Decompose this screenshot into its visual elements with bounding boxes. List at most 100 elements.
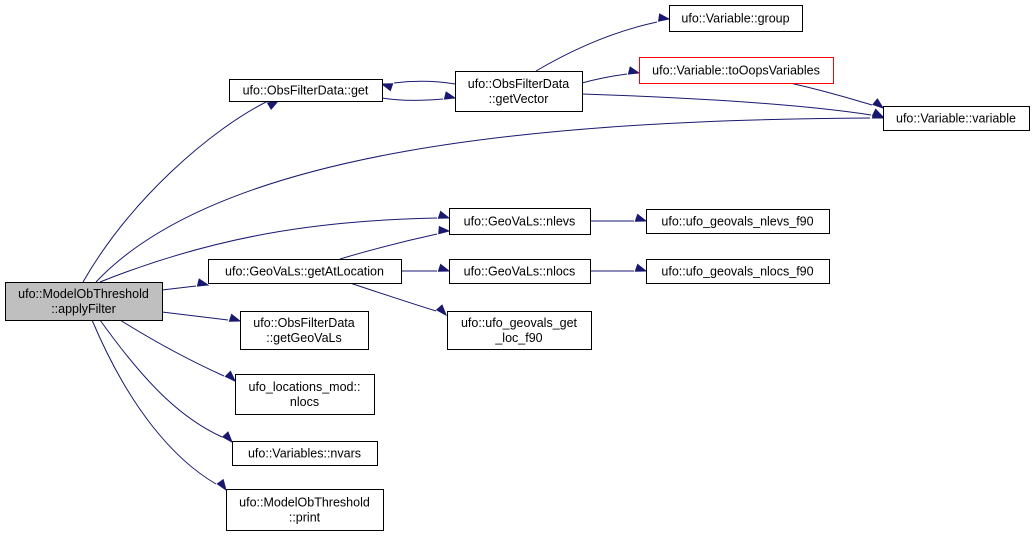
edge-ofd_getVector-to-ofd_get	[380, 80, 456, 92]
edge-gv_getAtLocation-to-gv_nlevs	[339, 225, 451, 260]
edge-line	[349, 282, 437, 312]
edge-line	[82, 100, 269, 283]
node-box[interactable]	[232, 441, 378, 466]
node-ofd_get[interactable]: ufo::ObsFilterData::get	[229, 79, 383, 102]
node-box[interactable]	[669, 5, 803, 32]
edge-applyFilter-to-ofd_getGeoVaLs	[161, 311, 242, 322]
node-label-line: ufo::ObsFilterData	[468, 77, 569, 91]
edge-ofd_getVector-to-var_group	[535, 13, 671, 72]
edge-applyFilter-to-var_variable	[95, 110, 885, 283]
node-label-line: ::getGeoVaLs	[266, 331, 342, 345]
node-gv_nlevs[interactable]: ufo::GeoVaLs::nlevs	[449, 208, 591, 235]
node-var_group[interactable]: ufo::Variable::group	[669, 5, 803, 32]
edge-line	[95, 117, 871, 283]
node-vars_nvars[interactable]: ufo::Variables::nvars	[232, 441, 378, 466]
edge-arrowhead	[443, 91, 457, 100]
edge-arrowhead	[435, 304, 447, 317]
edge-gv_nlocs-to-gv_nlocs_f90	[590, 263, 648, 272]
edge-line	[161, 311, 229, 321]
edge-arrowhead	[437, 263, 451, 272]
node-gv_getAtLocation[interactable]: ufo::GeoVaLs::getAtLocation	[208, 259, 402, 284]
edge-arrowhead	[634, 213, 648, 222]
edge-var_toOops-to-var_variable	[789, 82, 885, 109]
node-box[interactable]	[229, 79, 383, 102]
edge-line	[99, 319, 223, 438]
node-box[interactable]	[449, 259, 591, 284]
node-label-line: ufo::Variable::group	[681, 12, 789, 26]
node-box[interactable]	[646, 209, 830, 234]
edge-arrowhead	[221, 431, 233, 444]
node-box[interactable]	[5, 282, 163, 321]
node-box[interactable]	[883, 106, 1030, 131]
edge-arrowhead	[216, 478, 227, 492]
node-box[interactable]	[646, 259, 830, 284]
node-label-line: nlocs	[290, 395, 319, 409]
edge-arrowhead	[437, 210, 451, 219]
edge-line	[91, 319, 217, 485]
node-box[interactable]	[447, 311, 592, 350]
edge-line	[581, 73, 628, 84]
node-gv_nlocs[interactable]: ufo::GeoVaLs::nlocs	[449, 259, 591, 284]
node-label-line: _loc_f90	[494, 331, 542, 345]
node-ofd_getVector[interactable]: ufo::ObsFilterData::getVector	[455, 71, 583, 112]
node-label-line: ::applyFilter	[51, 302, 116, 316]
node-mot_print[interactable]: ufo::ModelObThreshold::print	[226, 489, 384, 531]
node-ofd_getGeoVaLs[interactable]: ufo::ObsFilterData::getGeoVaLs	[240, 311, 369, 350]
edge-arrowhead	[872, 98, 885, 109]
node-gv_nlevs_f90[interactable]: ufo::ufo_geovals_nlevs_f90	[646, 209, 830, 234]
edge-line	[393, 80, 456, 85]
node-box[interactable]	[455, 71, 583, 112]
node-box[interactable]	[208, 259, 402, 284]
edge-arrowhead	[228, 313, 242, 322]
edge-arrowhead	[266, 100, 280, 111]
edge-ofd_get-to-ofd_getVector	[381, 91, 457, 101]
node-gv_get_loc_f90[interactable]: ufo::ufo_geovals_get_loc_f90	[447, 311, 592, 350]
node-label-line: ufo::ModelObThreshold	[239, 496, 370, 510]
edge-arrowhead	[224, 370, 237, 383]
node-box[interactable]	[240, 311, 369, 350]
node-box[interactable]	[235, 374, 375, 415]
edge-arrowhead	[196, 278, 210, 287]
node-label-line: ufo::GeoVaLs::nlevs	[464, 215, 576, 229]
edge-arrowhead	[380, 83, 394, 92]
node-label-line: ufo::ObsFilterData	[253, 316, 354, 330]
edge-line	[381, 97, 444, 101]
node-loc_nlocs[interactable]: ufo_locations_mod::nlocs	[235, 374, 375, 415]
node-label-line: ufo::Variables::nvars	[248, 447, 361, 461]
node-label-line: ufo::Variable::variable	[896, 112, 1016, 126]
edge-arrowhead	[871, 108, 885, 118]
node-applyFilter[interactable]: ufo::ModelObThreshold::applyFilter	[5, 282, 163, 321]
edge-arrowhead	[438, 225, 451, 235]
node-box[interactable]	[449, 208, 591, 235]
node-var_toOops[interactable]: ufo::Variable::toOopsVariables	[639, 57, 834, 84]
edge-line	[99, 217, 438, 283]
edge-arrowhead	[634, 263, 648, 272]
edge-arrowhead	[627, 66, 641, 75]
edge-gv_getAtLocation-to-gv_nlocs	[401, 263, 451, 272]
node-label-line: ufo::ObsFilterData::get	[243, 84, 369, 98]
node-label-line: ufo::ufo_geovals_nlocs_f90	[661, 265, 813, 279]
node-label-line: ::getVector	[489, 92, 549, 106]
edge-applyFilter-to-vars_nvars	[99, 319, 233, 444]
node-label-line: ufo_locations_mod::	[249, 380, 361, 394]
edges-layer	[82, 13, 885, 492]
edge-gv_nlevs-to-gv_nlevs_f90	[590, 213, 648, 222]
node-var_variable[interactable]: ufo::Variable::variable	[883, 106, 1030, 131]
node-gv_nlocs_f90[interactable]: ufo::ufo_geovals_nlocs_f90	[646, 259, 830, 284]
node-label-line: ufo::ufo_geovals_get	[461, 316, 578, 330]
node-label-line: ufo::GeoVaLs::getAtLocation	[225, 265, 384, 279]
edge-ofd_getVector-to-var_variable	[581, 93, 885, 118]
node-box[interactable]	[639, 57, 834, 84]
edge-applyFilter-to-loc_nlocs	[119, 319, 237, 383]
node-label-line: ufo::ModelObThreshold	[18, 287, 149, 301]
node-label-line: ufo::ufo_geovals_nlevs_f90	[661, 215, 813, 229]
edge-line	[789, 82, 873, 106]
edge-line	[535, 21, 658, 72]
edge-arrowhead	[657, 13, 671, 22]
edge-line	[119, 319, 225, 377]
node-box[interactable]	[226, 489, 384, 531]
edge-line	[161, 285, 197, 291]
node-label-line: ::print	[289, 511, 321, 525]
nodes-layer: ufo::ModelObThreshold::applyFilterufo::O…	[5, 5, 1030, 531]
